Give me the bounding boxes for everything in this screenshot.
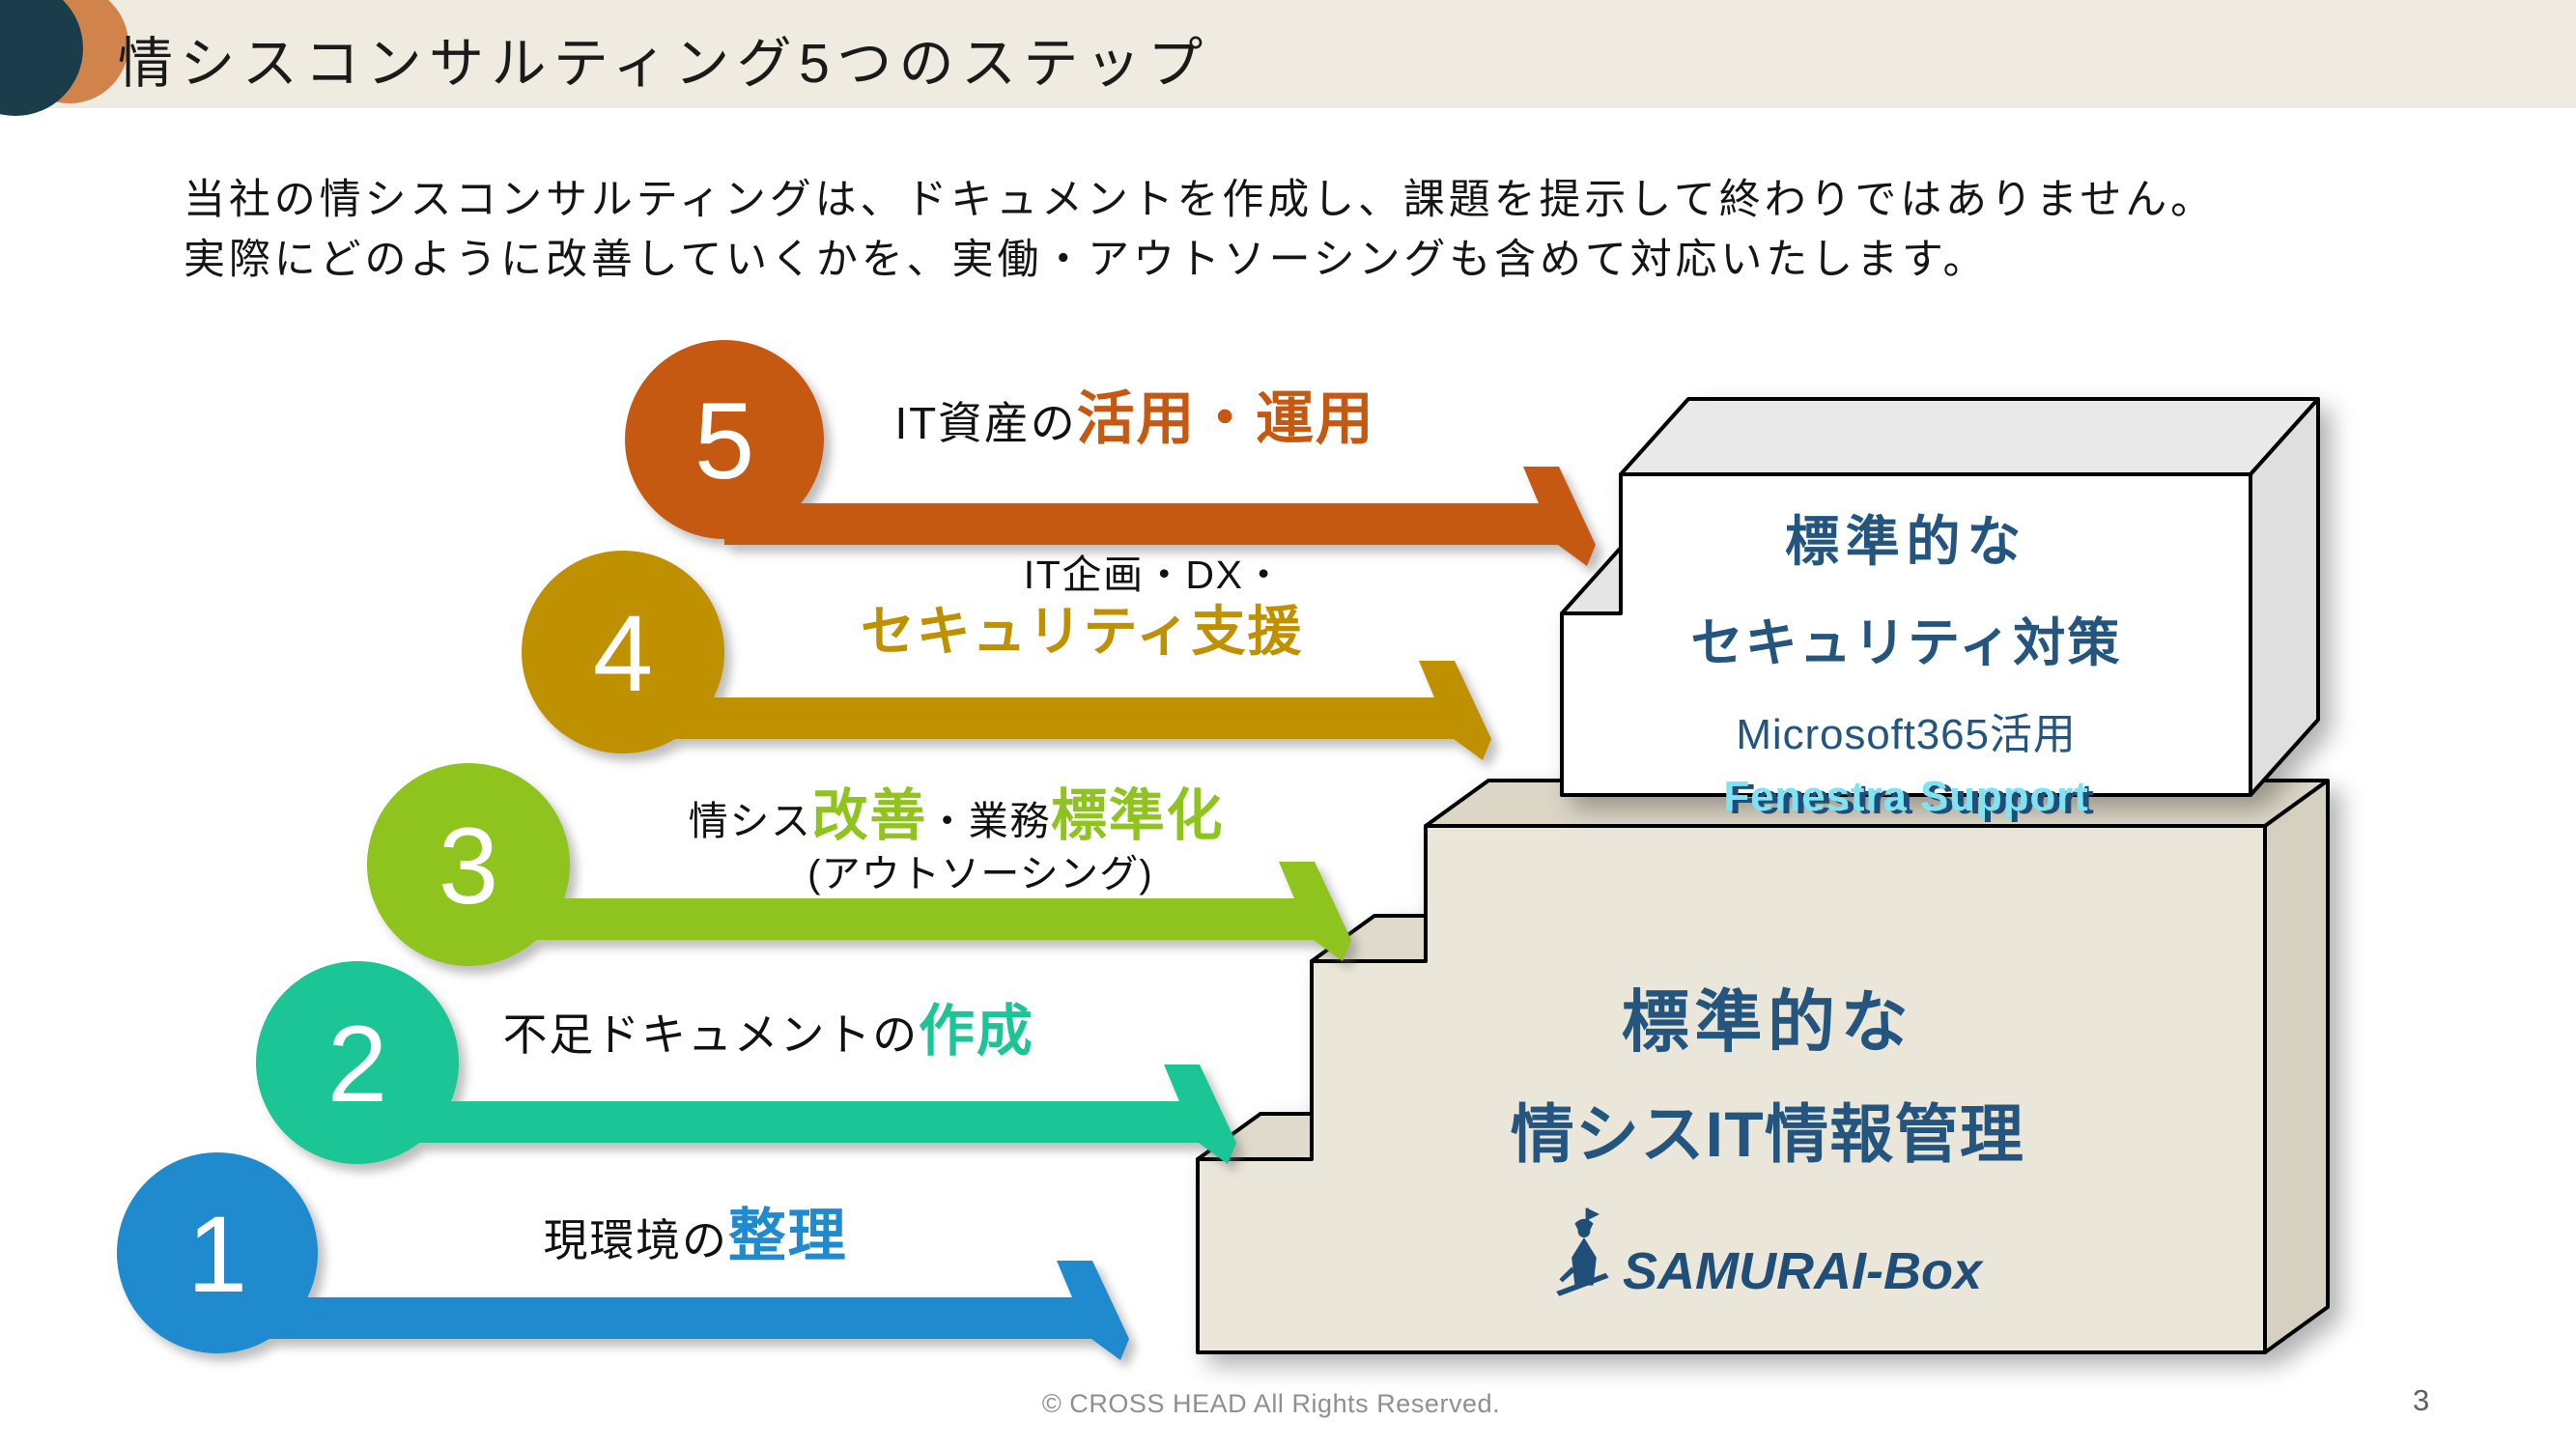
samurai-box-line2: 情シスIT情報管理 [1510,1098,2025,1170]
step-3-label: 情シス改善・業務標準化 (アウトソーシング) [541,784,1372,895]
step-3-seg4: 標準化 [1051,784,1225,847]
samurai-box-right-face [2263,779,2330,1354]
samurai-box-label: 標準的な 情シスIT情報管理 SAMURAI-Box [1343,968,2193,1301]
step-2-label: 不足ドキュメントの作成 [357,1000,1179,1063]
samurai-box-logo: SAMURAI-Box [1343,1205,2193,1301]
step-1-graphic: 1 [117,1152,1129,1360]
step-4-label-highlight: セキュリティ支援 [860,601,1304,663]
samurai-box-line1: 標準的な [1621,984,1914,1060]
step-2-label-highlight: 作成 [919,1000,1034,1063]
step-4-label-line1: IT企画・DX・ [1023,553,1286,597]
step-3-number: 3 [439,806,498,926]
samurai-box-front-face [1196,824,2267,1354]
step-1-circle [117,1152,318,1353]
intro-paragraph: 当社の情シスコンサルティングは、ドキュメントを作成し、課題を提示して終わりではあ… [184,170,2216,290]
security-box-line4: Fenestra Support [1723,773,2089,820]
step-2-label-prefix: 不足ドキュメントの [502,1009,920,1060]
step-5-graphic: 5 [625,340,1596,566]
step-2-number: 2 [327,1004,387,1124]
step-5-label-highlight: 活用・運用 [1076,386,1375,451]
step-3-seg2: 改善 [811,784,928,847]
step-5-arrow [724,467,1596,566]
footer-copyright: © CROSS HEAD All Rights Reserved. [1041,1389,1501,1418]
step-1-label: 現環境の整理 [270,1206,1120,1266]
step-5-label: IT資産の活用・運用 [734,388,1536,449]
step-4-arrow [623,661,1491,760]
step-4-number: 4 [593,593,653,714]
step-3-seg1: 情シス [688,799,812,843]
samurai-icon [1556,1208,1609,1296]
step-5-label-prefix: IT資産の [894,398,1077,448]
security-box-line2: セキュリティ対策 [1690,614,2122,672]
step-5-circle [625,340,824,539]
step-3-note: (アウトソーシング) [807,852,1153,895]
header-bar [0,0,2576,108]
step-1-label-prefix: 現環境の [543,1215,728,1265]
step-4-label: IT企画・DX・ セキュリティ支援 [676,554,1487,661]
step-3-circle [367,763,570,966]
step-5-number: 5 [694,381,754,501]
step-3-graphic: 3 [367,763,1351,966]
step-4-graphic: 4 [522,551,1491,760]
step-2-circle [256,961,459,1164]
step-3-arrow [468,862,1351,961]
security-box-label: 標準的な セキュリティ対策 Microsoft365活用 Fenestra Su… [1562,498,2250,821]
step-1-number: 1 [187,1194,247,1315]
security-box-line3: Microsoft365活用 [1736,711,2077,758]
intro-line-1: 当社の情シスコンサルティングは、ドキュメントを作成し、課題を提示して終わりではあ… [184,177,2216,223]
security-box-line1: 標準的な [1785,511,2027,572]
step-2-arrow [357,1065,1236,1164]
samurai-box-logo-text: SAMURAI-Box [1623,1242,1982,1300]
step-1-label-highlight: 整理 [727,1204,848,1268]
page-number: 3 [2413,1383,2430,1417]
step-4-circle [522,551,724,753]
page-title: 情シスコンサルティング5つのステップ [118,33,1210,95]
intro-line-2: 実際にどのように改善していくかを、実働・アウトソーシングも含めて対応いたします。 [184,237,1989,283]
step-3-label-line1: 情シス改善・業務標準化 [541,784,1372,847]
step-1-arrow [217,1261,1129,1360]
security-box-3d [1560,397,2320,797]
step-3-seg3: ・業務 [927,799,1052,843]
security-box-front-face [1560,472,2252,797]
step-2-graphic: 2 [256,961,1236,1164]
security-box-top-face [1619,397,2320,476]
